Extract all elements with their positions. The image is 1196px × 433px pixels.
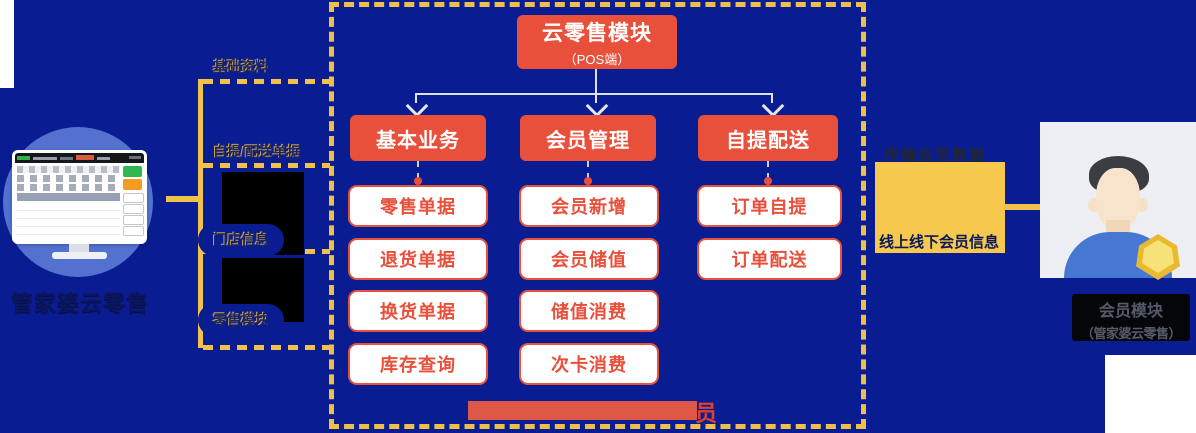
table-empty-rows — [17, 203, 120, 235]
arrow-drop — [771, 93, 773, 103]
member-module-subtitle: （管家婆云零售） — [1080, 326, 1182, 341]
monitor-menubar — [15, 153, 144, 163]
item-inventory-query: 库存查询 — [348, 343, 488, 385]
bracket-pill-retail-module: 零售模块 — [198, 304, 284, 336]
item-return-orders: 退货单据 — [348, 238, 488, 280]
member-info-label: 线上线下会员信息 — [879, 234, 1000, 251]
connector-dot-icon — [584, 177, 592, 185]
menubar-alert-chip — [76, 155, 94, 160]
bracket-dashed-line — [203, 163, 330, 168]
connector-dot-icon — [414, 177, 422, 185]
member-avatar-card — [1040, 122, 1196, 280]
bracket-label-retail-module: 零售模块 — [213, 312, 269, 328]
orange-action-button — [123, 179, 142, 190]
gray-action-button — [123, 215, 144, 225]
node-basic-business: 基本业务 — [350, 115, 486, 161]
menubar-item-chip — [33, 157, 57, 160]
table-header-row — [17, 166, 120, 173]
arrow-stem — [595, 69, 597, 93]
item-exchange-orders: 换货单据 — [348, 290, 488, 332]
green-action-button — [123, 166, 142, 177]
gray-action-button — [123, 193, 144, 203]
monitor-stand-neck — [69, 244, 89, 253]
column-connector — [587, 161, 589, 179]
avatar-face — [1096, 168, 1140, 230]
bracket-dashed-line — [203, 345, 330, 350]
bracket-vertical-line — [198, 79, 203, 348]
table-row — [17, 175, 120, 182]
connector-box-to-avatar — [1004, 204, 1040, 210]
monitor-stand-base — [52, 252, 107, 259]
item-order-pickup: 订单自提 — [697, 185, 842, 227]
item-punchcard-consume: 次卡消费 — [519, 343, 659, 385]
bracket-pill-store-info: 门店信息 — [198, 224, 284, 256]
member-info-highlight-box — [875, 162, 1005, 253]
column-connector — [417, 161, 419, 179]
item-retail-orders: 零售单据 — [348, 185, 488, 227]
column-connector — [767, 161, 769, 179]
node-subtitle: （POS端） — [563, 51, 631, 67]
monitor-screen — [15, 163, 144, 241]
member-module-title: 会员模块 — [1098, 303, 1163, 320]
menubar-item-chip — [97, 157, 110, 160]
footer-highlight-bar — [468, 401, 697, 420]
node-cloud-retail-module: 云零售模块 （POS端） — [517, 15, 677, 69]
left-system-title: 管家婆云零售 — [10, 291, 149, 316]
table-row-highlighted — [17, 193, 120, 201]
menubar-logo-chip — [17, 156, 30, 160]
white-corner-bottomright — [1105, 355, 1196, 433]
arrow-drop — [415, 93, 417, 103]
node-title: 云零售模块 — [542, 21, 652, 45]
connector-circle-to-bracket — [166, 196, 200, 202]
item-member-add: 会员新增 — [519, 185, 659, 227]
item-storedvalue-consume: 储值消费 — [519, 290, 659, 332]
member-module-caption: 会员模块 （管家婆云零售） — [1072, 294, 1190, 341]
white-notch-topleft — [0, 0, 14, 88]
footer-tail-character: 员 — [695, 401, 718, 426]
pos-monitor-illustration — [12, 150, 147, 244]
bracket-label-basic-data: 基础资料 — [213, 59, 269, 75]
item-order-delivery: 订单配送 — [697, 238, 842, 280]
bracket-label-delivery-orders: 自提/配送单据 — [213, 144, 301, 160]
gray-action-button — [123, 204, 144, 214]
bracket-label-store-info: 门店信息 — [213, 232, 269, 248]
menubar-item-chip — [60, 157, 73, 160]
bracket-dashed-line — [203, 79, 330, 84]
arrow-drop — [595, 93, 597, 103]
node-pickup-delivery: 自提配送 — [698, 115, 838, 161]
table-row — [17, 184, 120, 191]
window-controls — [129, 156, 141, 159]
node-member-management: 会员管理 — [520, 115, 656, 161]
pos-module-panel — [329, 2, 866, 429]
arrow-branch-line — [415, 93, 773, 95]
connector-dot-icon — [764, 177, 772, 185]
gray-action-button — [123, 226, 144, 236]
item-member-storedvalue: 会员储值 — [519, 238, 659, 280]
sync-data-label: 传输会员数据 — [884, 147, 987, 164]
